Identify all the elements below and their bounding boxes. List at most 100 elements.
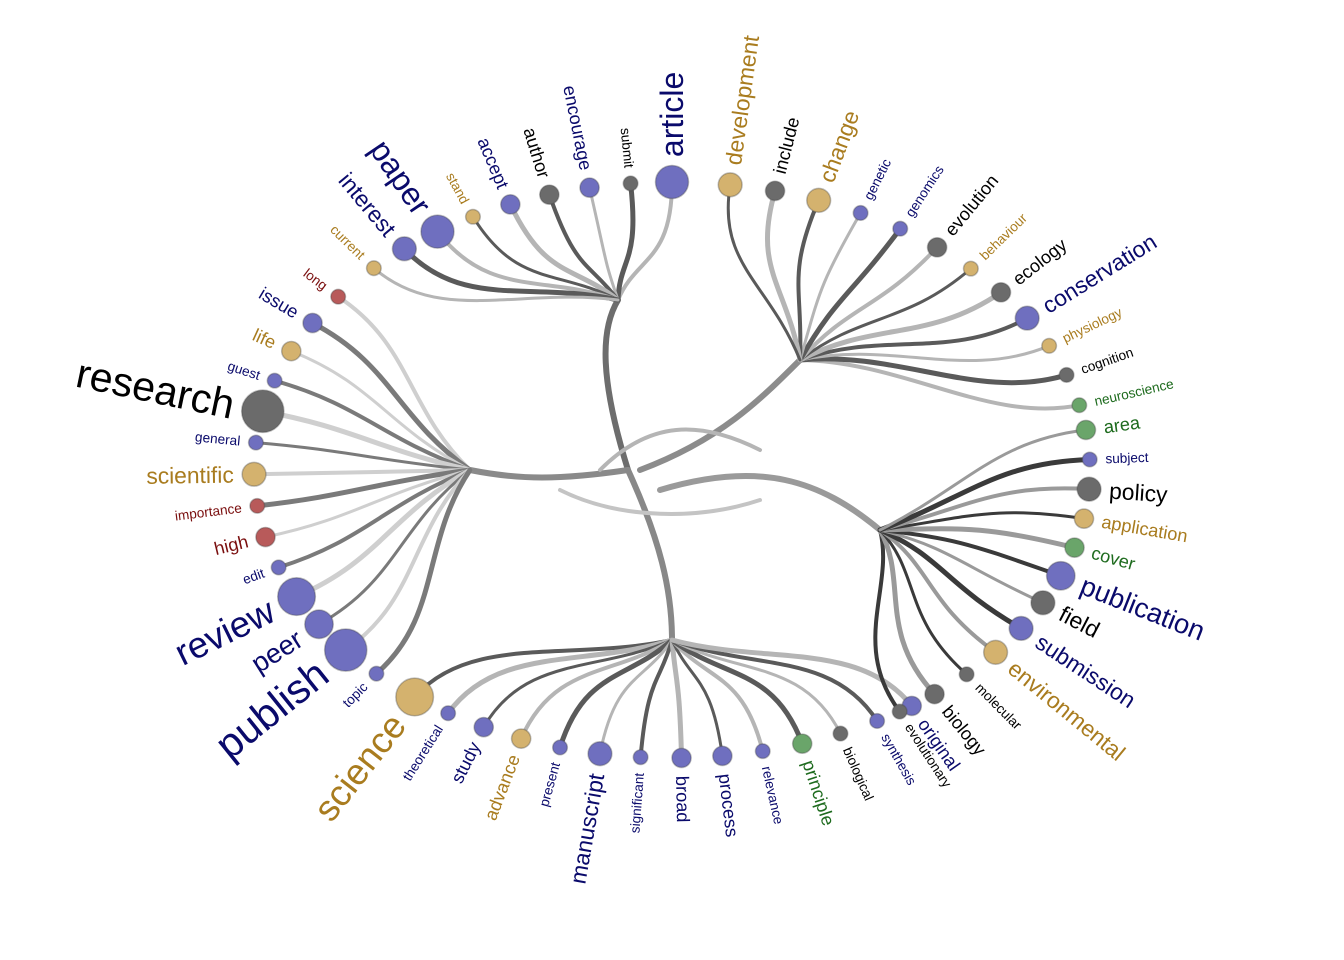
word-node[interactable]: [924, 683, 945, 705]
branch-edge: [412, 638, 674, 699]
branch-edge: [254, 467, 473, 509]
branch-edge: [260, 408, 473, 473]
word-label: biological: [840, 745, 877, 803]
word-node[interactable]: [1076, 476, 1102, 502]
word-node[interactable]: [270, 559, 287, 576]
word-node[interactable]: [1008, 615, 1034, 642]
branch-edge: [557, 637, 675, 750]
branch-edge: [877, 527, 938, 697]
word-node[interactable]: [255, 526, 276, 548]
word-node[interactable]: [806, 187, 832, 213]
branch-edge: [401, 246, 621, 303]
word-node[interactable]: [671, 747, 692, 769]
branch-edge: [588, 186, 620, 302]
word-node[interactable]: [323, 628, 368, 672]
word-label: evolution: [941, 171, 1003, 240]
word-node[interactable]: [368, 665, 385, 682]
word-node[interactable]: [579, 177, 600, 199]
word-node[interactable]: [869, 712, 886, 729]
word-label: application: [1100, 512, 1189, 546]
word-node[interactable]: [852, 204, 869, 222]
word-node[interactable]: [440, 705, 457, 722]
word-label: genetic: [861, 156, 894, 202]
branch-edge: [878, 528, 1045, 605]
word-label: accept: [473, 135, 512, 192]
word-node[interactable]: [712, 745, 733, 767]
word-node[interactable]: [510, 728, 532, 749]
word-node[interactable]: [990, 281, 1012, 303]
word-node[interactable]: [587, 741, 613, 767]
word-node[interactable]: [539, 184, 560, 206]
word-label: research: [72, 350, 238, 428]
word-node[interactable]: [717, 172, 743, 198]
word-node[interactable]: [1030, 590, 1056, 616]
branch-edge: [798, 267, 973, 362]
word-node[interactable]: [247, 434, 264, 451]
word-node[interactable]: [330, 288, 347, 305]
word-node[interactable]: [391, 236, 418, 262]
word-label: scientific: [146, 462, 234, 489]
word-node[interactable]: [420, 214, 455, 249]
word-node[interactable]: [464, 208, 481, 225]
branch-edge: [372, 266, 620, 303]
word-node[interactable]: [622, 175, 639, 192]
word-node[interactable]: [473, 716, 495, 738]
word-node[interactable]: [1071, 397, 1088, 414]
word-node[interactable]: [249, 497, 266, 514]
word-label: significant: [627, 772, 647, 834]
branch-edge: [726, 183, 802, 362]
word-node[interactable]: [266, 372, 283, 389]
branch-edge: [797, 226, 903, 363]
word-node[interactable]: [958, 666, 975, 683]
branch-edge: [670, 638, 842, 736]
word-label: molecular: [972, 680, 1025, 733]
word-node[interactable]: [280, 340, 302, 362]
word-node[interactable]: [1058, 366, 1075, 383]
word-label: physiology: [1060, 304, 1125, 345]
word-node[interactable]: [654, 164, 690, 200]
branch-edge: [878, 528, 1063, 578]
word-node[interactable]: [891, 703, 908, 720]
word-node[interactable]: [1081, 451, 1098, 468]
branch-edge: [798, 211, 863, 362]
word-node[interactable]: [277, 577, 317, 617]
word-node[interactable]: [791, 733, 813, 755]
word-node[interactable]: [1014, 305, 1040, 331]
word-label: principle: [798, 758, 838, 829]
word-node[interactable]: [1075, 419, 1097, 441]
word-node[interactable]: [500, 194, 521, 215]
word-label: behaviour: [977, 210, 1031, 263]
word-node[interactable]: [926, 236, 948, 258]
word-node[interactable]: [365, 260, 382, 277]
word-node[interactable]: [302, 312, 323, 334]
word-node[interactable]: [1064, 537, 1085, 558]
word-node[interactable]: [982, 639, 1009, 665]
core-edge: [598, 427, 762, 472]
core-edge: [602, 297, 631, 473]
branch-edge: [615, 180, 636, 303]
branch-edge: [289, 349, 472, 472]
word-node[interactable]: [551, 739, 569, 756]
word-node[interactable]: [764, 180, 786, 202]
word-node[interactable]: [892, 220, 909, 237]
word-label: encourage: [559, 84, 596, 172]
word-node[interactable]: [395, 677, 435, 717]
branch-edge: [669, 637, 805, 747]
word-node[interactable]: [241, 461, 267, 487]
word-label: general: [194, 429, 241, 448]
word-node[interactable]: [240, 389, 285, 434]
word-node[interactable]: [1045, 560, 1076, 591]
branch-edge: [272, 378, 472, 472]
word-label: broad: [672, 776, 693, 823]
branch-edge: [878, 528, 998, 655]
word-node[interactable]: [754, 743, 771, 760]
word-node[interactable]: [1041, 337, 1058, 354]
word-node[interactable]: [832, 725, 849, 742]
word-node[interactable]: [1073, 508, 1095, 530]
word-node[interactable]: [632, 749, 649, 766]
branch-edge: [435, 229, 620, 302]
word-node[interactable]: [962, 260, 979, 277]
word-label: submit: [618, 127, 637, 169]
word-node[interactable]: [304, 609, 334, 640]
branch-edge: [598, 638, 674, 756]
